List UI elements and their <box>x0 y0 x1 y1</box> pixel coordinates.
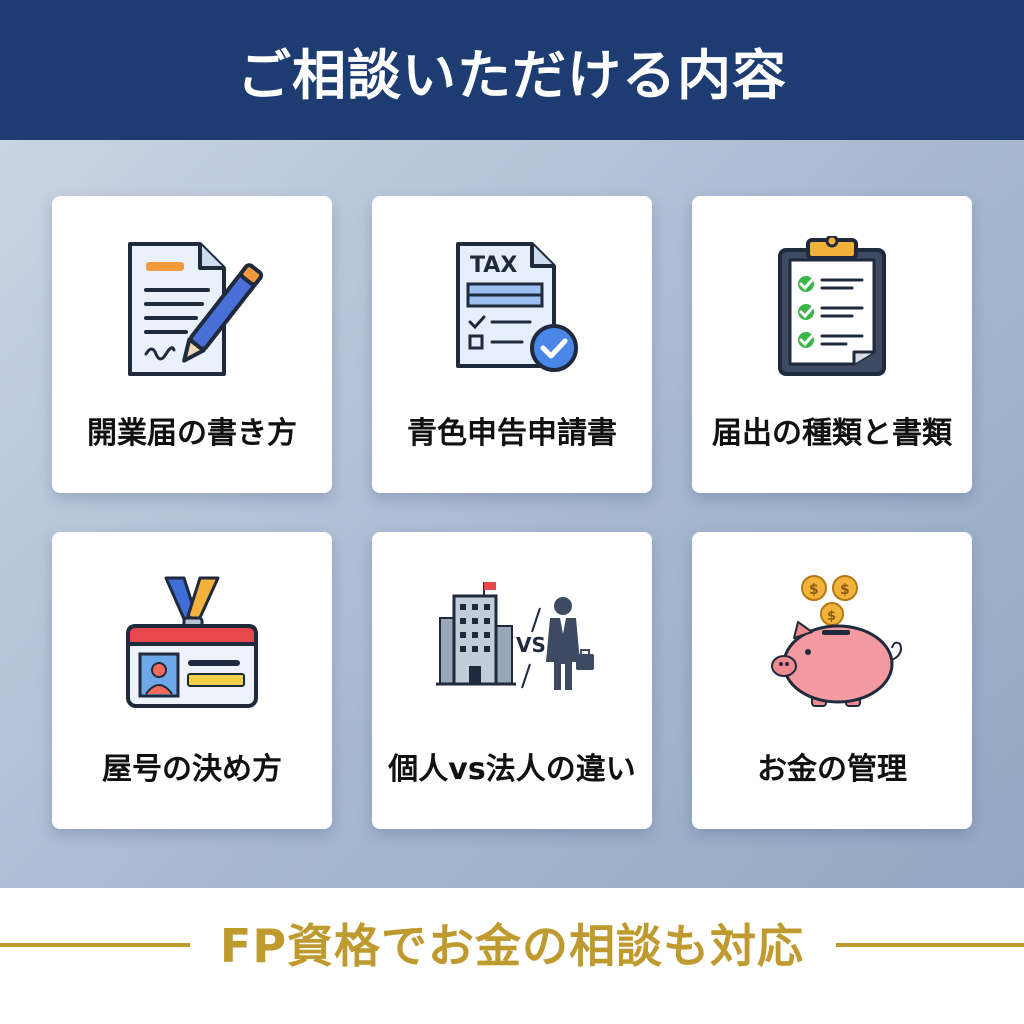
cards-area: 開業届の書き方 TAX 青色申告申請書 <box>0 140 1024 888</box>
card-label: 開業届の書き方 <box>87 416 297 451</box>
footer-tagline: FP資格でお金の相談も対応 <box>219 919 805 973</box>
card-individual-vs-corporation: VS 個人vs法人の違い <box>372 532 652 829</box>
clipboard-checklist-icon <box>778 236 886 376</box>
card-label: 屋号の決め方 <box>102 752 282 787</box>
svg-text:$: $ <box>809 582 819 598</box>
card-label: お金の管理 <box>757 752 907 787</box>
card-blue-return: TAX 青色申告申請書 <box>372 196 652 493</box>
document-pen-icon <box>128 242 264 376</box>
footer-divider-right <box>836 943 1024 947</box>
svg-text:$: $ <box>840 582 850 598</box>
company-vs-person-icon: VS <box>436 582 594 690</box>
id-badge-icon <box>126 576 258 708</box>
card-business-registration: 開業届の書き方 <box>52 196 332 493</box>
vs-text: VS <box>516 633 546 657</box>
card-label: 届出の種類と書類 <box>712 416 952 451</box>
card-label: 青色申告申請書 <box>407 416 617 451</box>
piggy-bank-icon: $ $ $ <box>771 575 902 707</box>
footer-banner: FP資格でお金の相談も対応 <box>0 888 1024 1024</box>
tax-text: TAX <box>470 253 517 278</box>
page-title: ご相談いただける内容 <box>237 43 787 107</box>
card-notification-types: 届出の種類と書類 <box>692 196 972 493</box>
footer-divider-left <box>0 943 190 947</box>
card-money-management: $ $ $ お金の管理 <box>692 532 972 829</box>
svg-text:$: $ <box>827 609 836 624</box>
card-trade-name: 屋号の決め方 <box>52 532 332 829</box>
tax-form-check-icon: TAX <box>456 242 578 372</box>
card-label: 個人vs法人の違い <box>388 752 636 787</box>
header-banner: ご相談いただける内容 <box>0 0 1024 140</box>
